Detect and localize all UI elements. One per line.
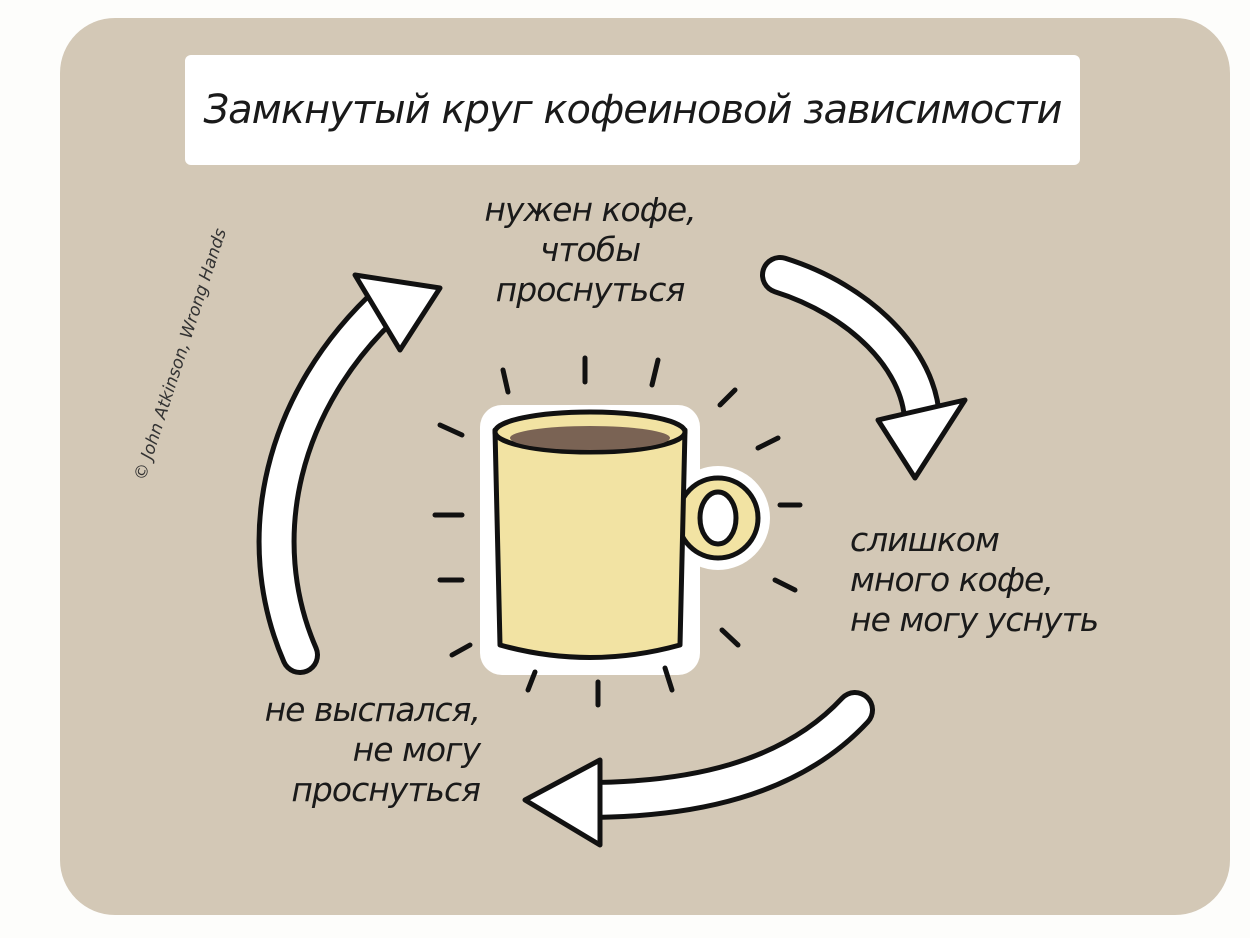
label-line: не могу: [352, 730, 481, 769]
label-line: проснуться: [495, 270, 686, 309]
label-line: не выспался,: [264, 690, 481, 729]
label-line: проснуться: [291, 770, 481, 809]
title-box: Замкнутый круг кофеиновой зависимости: [185, 55, 1080, 165]
cycle-step-need-coffee: нужен кофе, чтобы проснуться: [440, 190, 740, 310]
label-line: не могу уснуть: [850, 600, 1099, 639]
arrow-bottom-left: [522, 690, 875, 848]
cycle-step-no-sleep: не выспался, не могу проснуться: [190, 690, 481, 810]
comic-title: Замкнутый круг кофеиновой зависимости: [203, 87, 1063, 133]
label-line: слишком: [850, 520, 1000, 559]
label-line: нужен кофе,: [484, 190, 696, 229]
arrow-right-down: [760, 255, 968, 481]
cycle-step-too-much-coffee: слишком много кофе, не могу уснуть: [850, 520, 1099, 640]
label-line: чтобы: [539, 230, 641, 269]
glow-rays: [432, 355, 803, 708]
arrow-left-up: [256, 272, 443, 675]
label-line: много кофе,: [850, 560, 1054, 599]
coffee-mug: [480, 405, 770, 675]
